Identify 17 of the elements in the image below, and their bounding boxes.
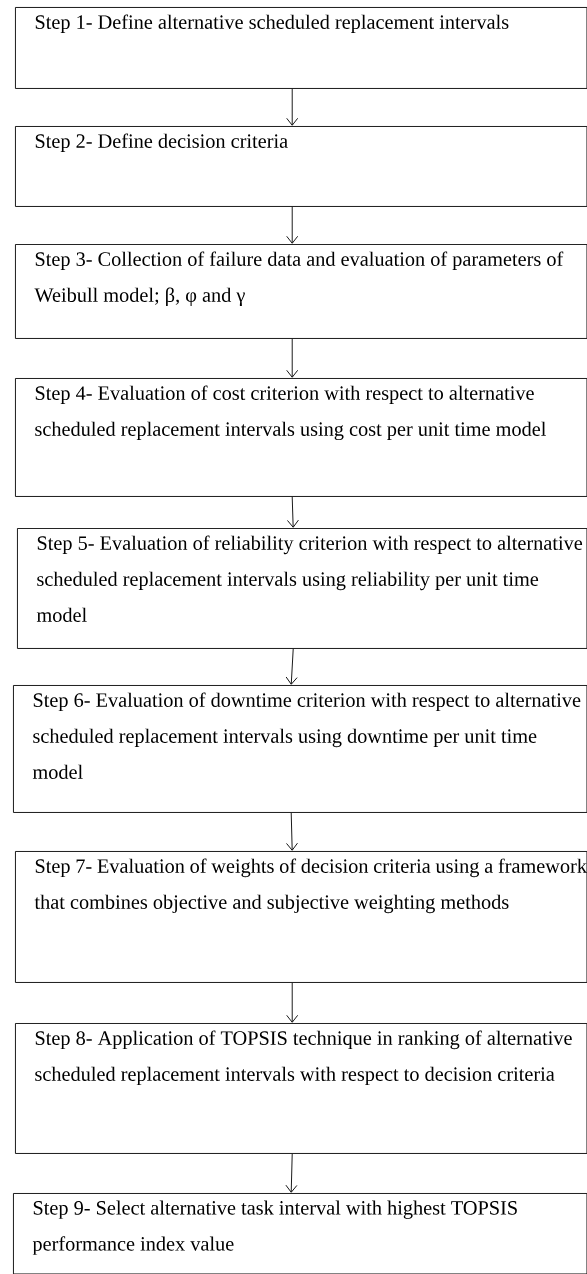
arrow [286, 88, 299, 126]
step-box: Step 6- Evaluation of downtime criterion with respect to alternative scheduled replacement intervals using downtime per unit time model [13, 685, 587, 813]
step-box: Step 5- Evaluation of reliability criterion with respect to alternative scheduled replacement intervals using reliability per unit time model [17, 528, 587, 649]
step-box: Step 8- Application of TOPSIS technique in ranking of alternative scheduled replacement intervals with respect to decision criteria [15, 1023, 587, 1154]
step-box: Step 2- Define decision criteria [15, 126, 587, 207]
arrow [286, 206, 299, 244]
step-box: Step 3- Collection of failure data and evaluation of parameters of Weibull model; β, φ and γ [15, 244, 587, 339]
step-box: Step 9- Select alternative task interval with highest TOPSIS performance index value [13, 1193, 587, 1274]
arrow [287, 496, 299, 528]
arrow [286, 812, 298, 851]
step-box: Step 7- Evaluation of weights of decision criteria using a framework that combines objective and subjective weighting methods [15, 851, 587, 983]
step-box: Step 1- Define alternative scheduled replacement intervals [15, 7, 587, 89]
arrow [286, 982, 299, 1023]
arrow [285, 648, 298, 685]
arrow [285, 1153, 298, 1193]
arrow [286, 338, 299, 378]
step-box: Step 4- Evaluation of cost criterion with respect to alternative scheduled replacement intervals using cost per unit time model [15, 378, 587, 497]
